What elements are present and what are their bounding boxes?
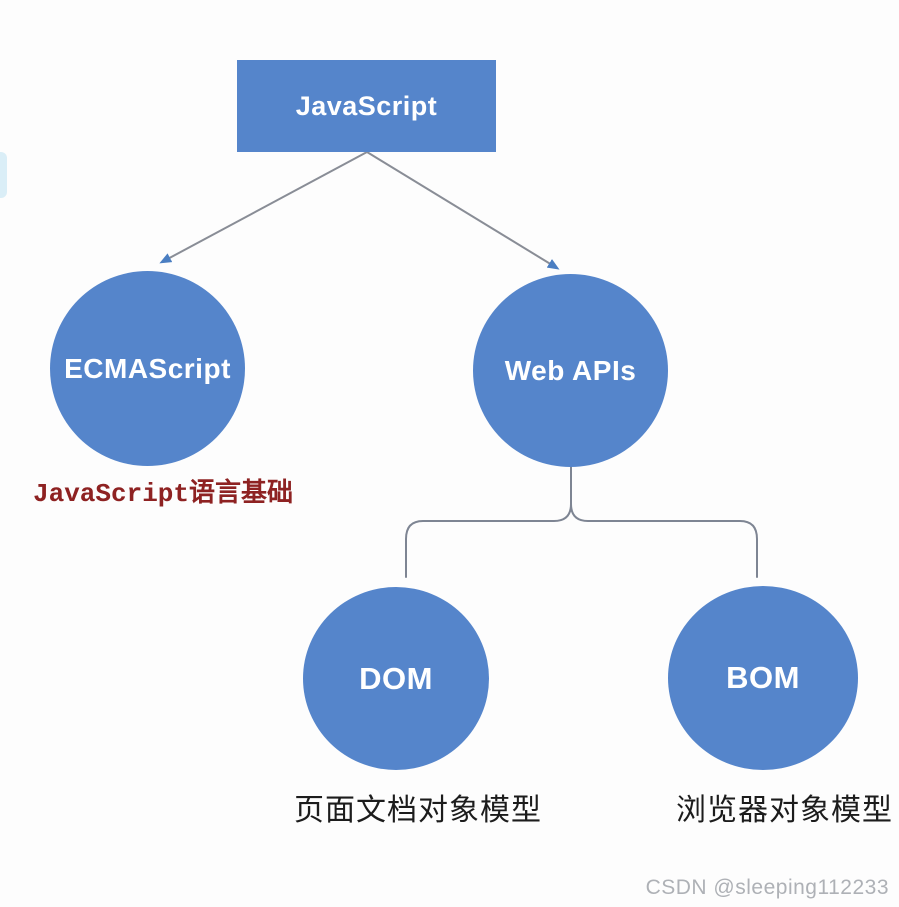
bracket-webapis-to-bom [570,503,758,578]
node-bom-label: BOM [726,660,800,695]
caption-bom: 浏览器对象模型 [676,794,893,827]
node-javascript: JavaScript [237,60,496,152]
node-bom: BOM [668,586,858,770]
arrow-javascript-to-webapis [366,151,560,270]
left-edge-artifact [0,152,7,198]
bracket-webapis-to-dom [405,465,572,578]
node-ecmascript: ECMAScript [50,271,245,466]
node-dom: DOM [303,587,489,770]
csdn-watermark: CSDN @sleeping112233 [645,876,889,899]
arrow-javascript-to-ecmascript [159,151,368,264]
node-ecmascript-label: ECMAScript [64,352,231,384]
node-javascript-label: JavaScript [295,90,438,121]
node-webapis-label: Web APIs [504,354,637,386]
node-webapis: Web APIs [473,274,668,467]
caption-dom: 页面文档对象模型 [294,794,542,827]
node-dom-label: DOM [359,660,433,696]
caption-ecmascript: JavaScript语言基础 [32,479,294,509]
